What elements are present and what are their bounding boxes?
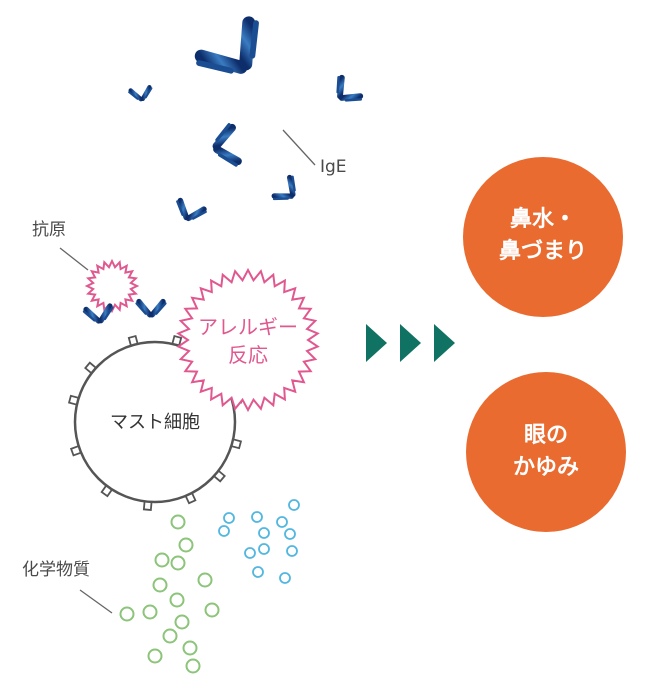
antigen-label: 抗原 [32, 220, 66, 240]
chemical-particle [197, 572, 213, 588]
chemical-particle [170, 555, 186, 571]
outcome-line2: 鼻づまり [499, 238, 587, 264]
outcome-line1: 眼の [524, 423, 568, 448]
chemical-particle [204, 602, 220, 618]
chemical-particle [258, 543, 270, 555]
chemical-particle [119, 606, 135, 622]
outcome-circle [463, 157, 623, 317]
reaction-label-line1: アレルギー [198, 315, 298, 339]
chemical-particle [162, 628, 178, 644]
chemical-particle [279, 572, 291, 584]
chemical-particle [154, 552, 170, 568]
chemical-particle [174, 614, 190, 630]
ige-antibody-icon [197, 20, 294, 117]
bound-ige-antibody-icon [137, 302, 166, 331]
chemical-particle [170, 514, 186, 530]
chemical-particle [169, 592, 185, 608]
ige-label: IgE [320, 157, 347, 177]
chemical-particle [142, 604, 158, 620]
ige-leader-line [282, 129, 316, 166]
progress-arrows [366, 324, 455, 362]
chemical-particle [178, 537, 194, 553]
chemical-particle [218, 525, 230, 537]
chemical-particle [147, 648, 163, 664]
arrow-right-icon [434, 324, 455, 362]
antigen-leader-line [59, 247, 89, 271]
chemical-particle [276, 516, 288, 528]
ige-antibody-icon [168, 200, 206, 238]
chemicals-leader-line [79, 589, 113, 614]
ige-antibodies [129, 20, 362, 239]
ige-antibody-icon [318, 76, 362, 120]
chemical-particle [244, 547, 256, 559]
chemical-particle [152, 577, 168, 593]
outcome-runny-nose: 鼻水・ 鼻づまり [463, 157, 623, 317]
arrow-right-icon [366, 324, 387, 362]
chemical-particle [252, 566, 264, 578]
arrow-right-icon [400, 324, 421, 362]
antigen-burst-icon [84, 258, 140, 314]
chemical-particle [288, 499, 300, 511]
chemicals-label: 化学物質 [22, 560, 90, 580]
chemical-mediators-blue [218, 499, 300, 584]
chemical-particle [286, 545, 298, 557]
ige-antibody-icon [191, 124, 238, 171]
ige-antibody-icon [129, 87, 155, 113]
outcome-line1: 鼻水・ [510, 206, 576, 232]
chemical-particle [182, 640, 198, 656]
mast-cell-label: マスト細胞 [110, 412, 200, 433]
chemical-particle [258, 527, 270, 539]
reaction-label-line2: 反応 [228, 343, 268, 367]
allergy-reaction-burst-icon [176, 267, 320, 413]
chemical-particle [185, 658, 201, 674]
bound-ige-antibody-icon [84, 306, 117, 339]
outcome-itchy-eyes: 眼の かゆみ [466, 372, 626, 532]
outcome-line2: かゆみ [513, 455, 579, 480]
ige-antibody-icon [273, 176, 314, 217]
outcome-circle [466, 372, 626, 532]
chemical-particle [223, 512, 235, 524]
chemical-mediators-green [119, 514, 220, 674]
chemical-particle [251, 511, 263, 523]
chemical-particle [284, 528, 296, 540]
